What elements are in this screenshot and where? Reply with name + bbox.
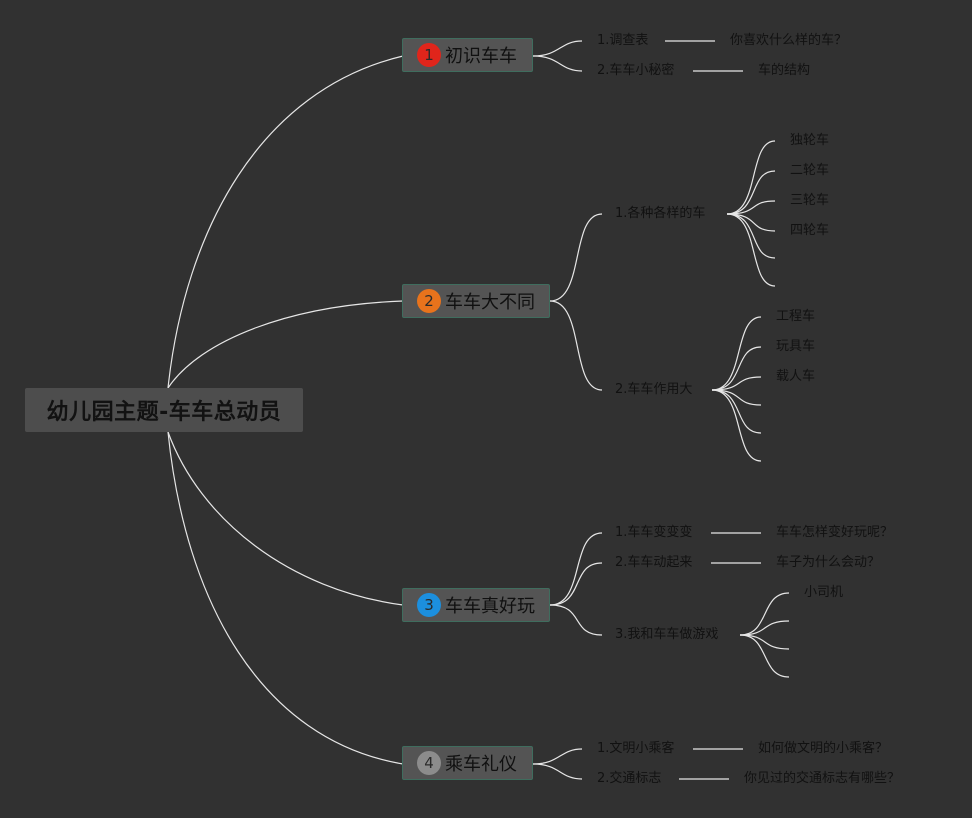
detail-how-to-make-fun[interactable]: 车车怎样变好玩呢？ [776,525,894,540]
number-badge-icon: 3 [417,593,441,617]
child-passenger-car[interactable]: 载人车 [776,369,816,384]
subtopic-car-moves[interactable]: 2.车车动起来 [615,555,693,570]
topic-title: 车车大不同 [445,292,535,313]
number-badge-icon: 4 [417,751,441,775]
root-topic[interactable]: 幼儿园主题-车车总动员 [25,388,303,432]
topic-3[interactable]: 3 车车真好玩 [402,588,550,622]
detail-car-structure[interactable]: 车的结构 [758,63,811,78]
detail-favorite-car[interactable]: 你喜欢什么样的车？ [730,33,848,48]
subtopic-civil-passenger[interactable]: 1.文明小乘客 [597,741,675,756]
child-unicycle[interactable]: 独轮车 [790,133,830,148]
detail-traffic-signs-seen[interactable]: 你见过的交通标志有哪些？ [744,771,901,786]
subtopic-car-types[interactable]: 1.各种各样的车 [615,206,706,221]
topic-1[interactable]: 1 初识车车 [402,38,533,72]
topic-2[interactable]: 2 车车大不同 [402,284,550,318]
child-four-wheeler[interactable]: 四轮车 [790,223,830,238]
detail-why-car-moves[interactable]: 车子为什么会动？ [776,555,881,570]
subtopic-car-secrets[interactable]: 2.车车小秘密 [597,63,675,78]
subtopic-play-games[interactable]: 3.我和车车做游戏 [615,627,719,642]
child-engineering-vehicle[interactable]: 工程车 [776,309,816,324]
number-badge-icon: 1 [417,43,441,67]
topic-title: 车车真好玩 [445,596,535,617]
topic-title: 乘车礼仪 [445,754,517,775]
subtopic-car-uses[interactable]: 2.车车作用大 [615,382,693,397]
child-little-driver[interactable]: 小司机 [804,585,844,600]
number-badge-icon: 2 [417,289,441,313]
subtopic-survey[interactable]: 1.调查表 [597,33,649,48]
child-bicycle[interactable]: 二轮车 [790,163,830,178]
topic-title: 初识车车 [445,46,517,67]
root-title: 幼儿园主题-车车总动员 [46,400,282,425]
detail-how-civil-passenger[interactable]: 如何做文明的小乘客？ [758,741,889,756]
subtopic-traffic-signs[interactable]: 2.交通标志 [597,771,662,786]
topic-4[interactable]: 4 乘车礼仪 [402,746,533,780]
child-tricycle[interactable]: 三轮车 [790,193,830,208]
child-toy-car[interactable]: 玩具车 [776,339,816,354]
subtopic-car-transform[interactable]: 1.车车变变变 [615,525,693,540]
